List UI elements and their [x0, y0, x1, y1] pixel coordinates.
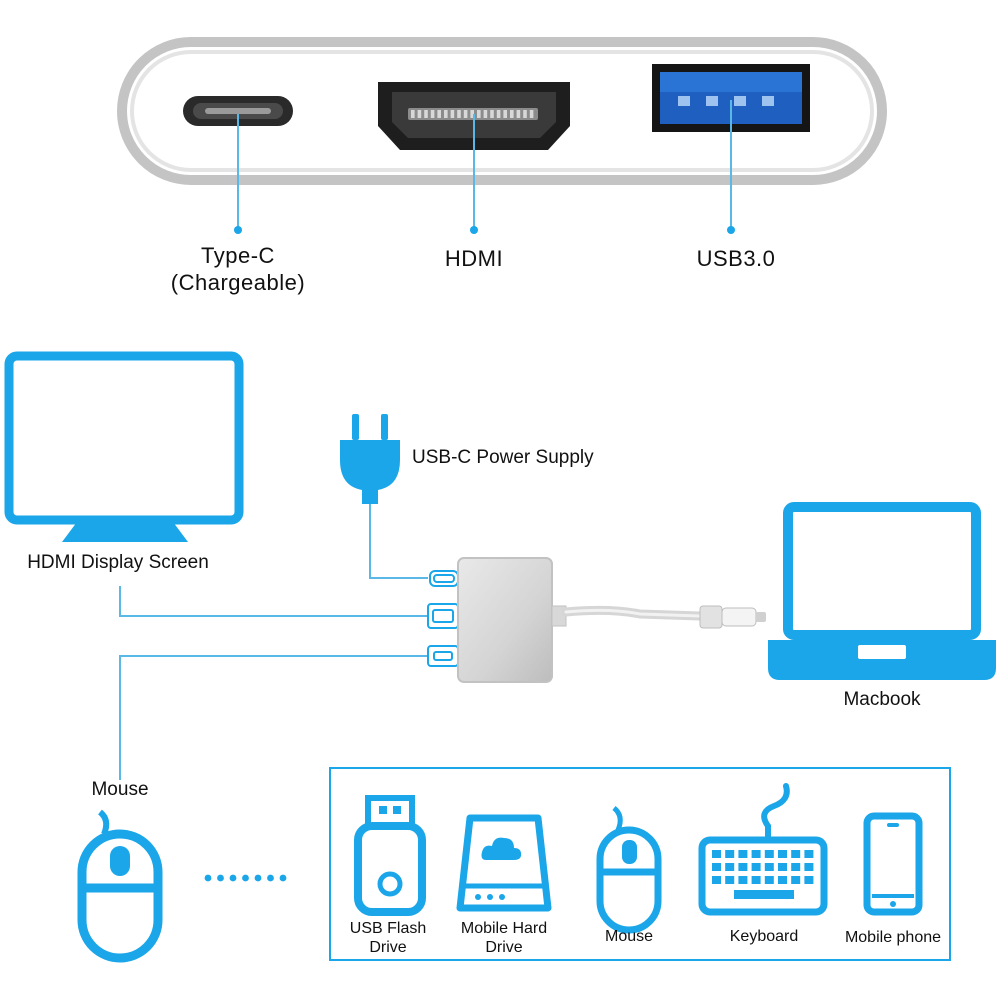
mouse-icon [596, 806, 662, 934]
usb-flash-drive-label: USB Flash [350, 920, 426, 937]
mobile-hard-drive-label: Mobile Hard [461, 920, 547, 937]
hdmi-pin [483, 110, 488, 118]
hdmi-pin [424, 110, 428, 118]
display-label: HDMI Display Screen [27, 552, 209, 573]
type-c-sublabel: (Chargeable) [171, 270, 305, 295]
hdmi-pin [463, 110, 468, 118]
keyboard-key [804, 876, 814, 884]
keyboard-key [764, 876, 774, 884]
keyboard-key [778, 863, 787, 871]
device-mouse-label: Mouse [605, 928, 653, 945]
keyboard-key [791, 876, 801, 884]
ellipsis-dot [242, 874, 249, 882]
ellipsis-dot [217, 874, 224, 882]
keyboard-keys [712, 850, 814, 899]
keyboard-key [725, 876, 735, 884]
hdmi-pin [503, 110, 507, 118]
ellipsis-dot [229, 874, 237, 882]
hdmi-pin [450, 110, 455, 118]
keyboard-key [751, 876, 761, 884]
hdmi-pin [490, 110, 494, 118]
keyboard-key [738, 863, 748, 871]
hdmi-pin [510, 110, 514, 118]
usb3-port [652, 64, 810, 132]
hdmi-pin [496, 110, 501, 118]
hdmi-pin [457, 110, 461, 118]
keyboard-icon [698, 783, 828, 916]
hdmi-pin [529, 110, 534, 118]
hdmi-pin [437, 110, 441, 118]
mobile-phone-icon [863, 812, 923, 916]
keyboard-key [804, 850, 814, 858]
hdmi-pin [411, 110, 415, 118]
laptop-icon [768, 502, 996, 680]
keyboard-key [712, 876, 721, 884]
port-callouts [234, 100, 735, 234]
keyboard-key [725, 850, 735, 858]
keyboard-spacebar [734, 890, 794, 899]
usb3-pin [734, 96, 746, 106]
hdmi-pin [470, 110, 474, 118]
keyboard-key [751, 863, 761, 871]
keyboard-key [804, 863, 814, 871]
hub-body [457, 557, 766, 683]
usb3-label: USB3.0 [697, 246, 776, 271]
usb3-pin [706, 96, 718, 106]
type-c-label: Type-C [201, 243, 275, 268]
keyboard-key [764, 850, 774, 858]
hdmi-pins [411, 110, 534, 118]
compatible-devices-box [329, 767, 951, 961]
hdmi-pin [444, 110, 448, 118]
ellipsis-dot [254, 874, 262, 882]
keyboard-key [738, 876, 748, 884]
hdmi-pin [430, 110, 435, 118]
hdmi-pin [477, 110, 481, 118]
usb3-pin [762, 96, 774, 106]
usb3-pins [678, 96, 774, 106]
usb3-pin [678, 96, 690, 106]
keyboard-key [791, 863, 801, 871]
hdmi-pin [516, 110, 521, 118]
mouse-label: Mouse [91, 779, 148, 800]
keyboard-label: Keyboard [730, 928, 799, 945]
hdmi-pin [417, 110, 422, 118]
mobile-hard-drive-sublabel: Drive [485, 939, 522, 956]
usb-flash-drive-icon [354, 795, 426, 916]
keyboard-key [712, 863, 721, 871]
keyboard-key [751, 850, 761, 858]
connection-lines [119, 504, 428, 780]
hdmi-label: HDMI [445, 246, 503, 271]
keyboard-key [712, 850, 721, 858]
keyboard-key [791, 850, 801, 858]
mobile-phone-label: Mobile phone [845, 929, 941, 946]
ellipsis-dot [279, 874, 287, 882]
keyboard-key [778, 876, 787, 884]
mouse-icon [77, 809, 163, 963]
hard-drive-icon [456, 814, 552, 912]
ellipsis-dot [204, 874, 212, 882]
power-supply-label: USB-C Power Supply [412, 447, 594, 468]
ellipsis-dots [204, 874, 287, 882]
usb-flash-drive-sublabel: Drive [369, 939, 406, 956]
keyboard-key [778, 850, 787, 858]
type-c-port [183, 96, 293, 126]
hub-side-ports [427, 570, 459, 667]
keyboard-key [764, 863, 774, 871]
keyboard-key [738, 850, 748, 858]
power-plug-icon [340, 414, 400, 504]
monitor-icon [4, 351, 244, 542]
ellipsis-dot [267, 874, 274, 882]
keyboard-key [725, 863, 735, 871]
hdmi-pin [523, 110, 527, 118]
laptop-label: Macbook [843, 689, 921, 710]
